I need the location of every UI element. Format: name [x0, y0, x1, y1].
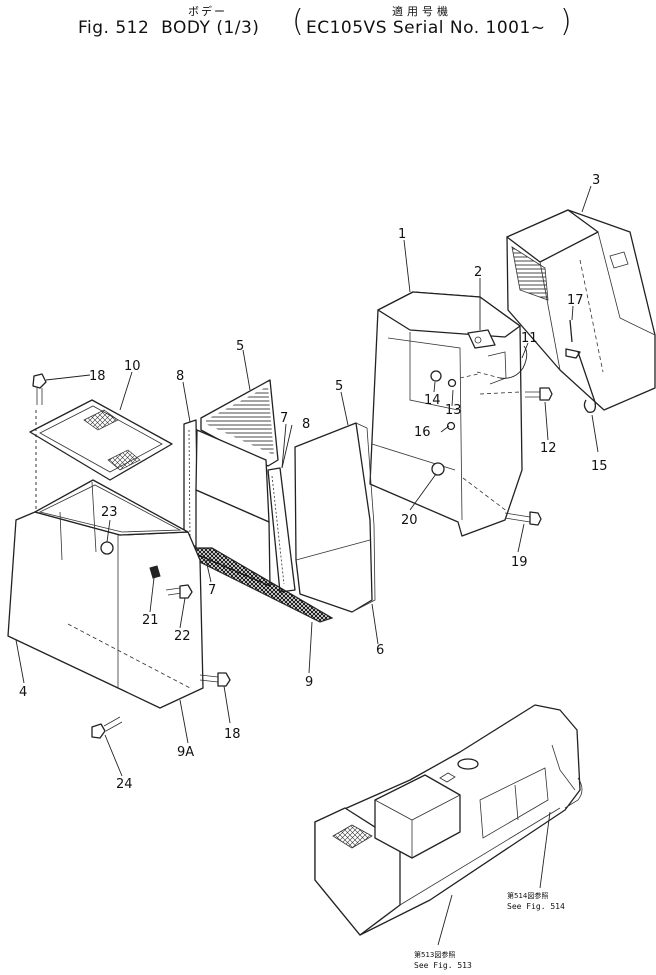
open-paren: (: [292, 4, 304, 39]
hood-cover-part-3: [506, 209, 656, 411]
callout-10: 10: [124, 359, 141, 374]
callout-15: 15: [591, 459, 608, 474]
inner-panel-part-6: [294, 422, 376, 613]
callout-7-lower: 7: [208, 583, 216, 598]
ref-fig514-jp: 第514図参照: [507, 891, 548, 900]
bolt-part-12: [525, 387, 553, 401]
callout-8-left: 8: [176, 369, 184, 384]
serial-label: EC105VS Serial No. 1001~: [306, 18, 546, 38]
serial-label-jp: 適用号機: [392, 5, 452, 18]
figure-title: BODY (1/3): [161, 18, 260, 38]
callout-19: 19: [511, 555, 528, 570]
side-frame-part-1: [369, 291, 523, 537]
callout-17: 17: [567, 293, 584, 308]
ref-fig513-jp: 第513図参照: [414, 950, 455, 959]
callout-20: 20: [401, 513, 418, 528]
callout-6: 6: [376, 643, 384, 658]
callout-3: 3: [592, 173, 600, 188]
leader-lines: [15, 185, 599, 946]
callout-5-panel: 5: [335, 379, 343, 394]
callout-18-top: 18: [89, 369, 106, 384]
machine-overview-illustration: [314, 704, 583, 936]
bolt-part-18-top: [32, 373, 47, 405]
callout-4: 4: [19, 685, 27, 700]
wire-part-11: [499, 345, 528, 379]
callout-24: 24: [116, 777, 133, 792]
ref-fig513-en: See Fig. 513: [414, 961, 472, 970]
figure-label: Fig. 512 BODY (1/3): [78, 18, 260, 38]
figure-header: Fig. 512 BODY (1/3) ボデー ( EC105VS Serial…: [0, 0, 656, 48]
close-paren: ): [560, 4, 572, 39]
bolt-part-22: [165, 584, 193, 599]
front-box-part-4: [7, 479, 204, 709]
bolt-part-18-bottom: [199, 672, 231, 687]
bolt-part-19: [504, 511, 542, 526]
callout-9a: 9A: [177, 745, 194, 760]
callout-12: 12: [540, 441, 557, 456]
callout-7-upper: 7: [280, 411, 288, 426]
callout-18-bottom: 18: [224, 727, 241, 742]
callout-23: 23: [101, 505, 118, 520]
callout-21: 21: [142, 613, 159, 628]
mesh-cover-part-10: [29, 399, 173, 481]
callout-8-right: 8: [302, 417, 310, 432]
figure-title-jp: ボデー: [188, 5, 227, 18]
callout-11: 11: [521, 331, 538, 346]
callout-16: 16: [414, 425, 431, 440]
bolt-part-24: [91, 716, 123, 739]
clip-part-17: [565, 319, 581, 359]
callout-5-louver: 5: [236, 339, 244, 354]
strip-part-8-right: [267, 467, 296, 593]
callout-2: 2: [474, 265, 482, 280]
hook-part-15: [577, 351, 596, 413]
callout-22: 22: [174, 629, 191, 644]
louver-panel-part-5: [200, 379, 279, 467]
callout-13: 13: [445, 403, 462, 418]
callout-9: 9: [305, 675, 313, 690]
cross-references: 第514図参照 See Fig. 514 第513図参照 See Fig. 51…: [414, 891, 565, 970]
callout-1: 1: [398, 227, 406, 242]
callout-labels: 1 2 3 4 5 5 6 7 7 8 8 9 9A 10 11 12 13 1…: [19, 173, 608, 792]
callout-14: 14: [424, 393, 441, 408]
ref-fig514-en: See Fig. 514: [507, 902, 565, 911]
